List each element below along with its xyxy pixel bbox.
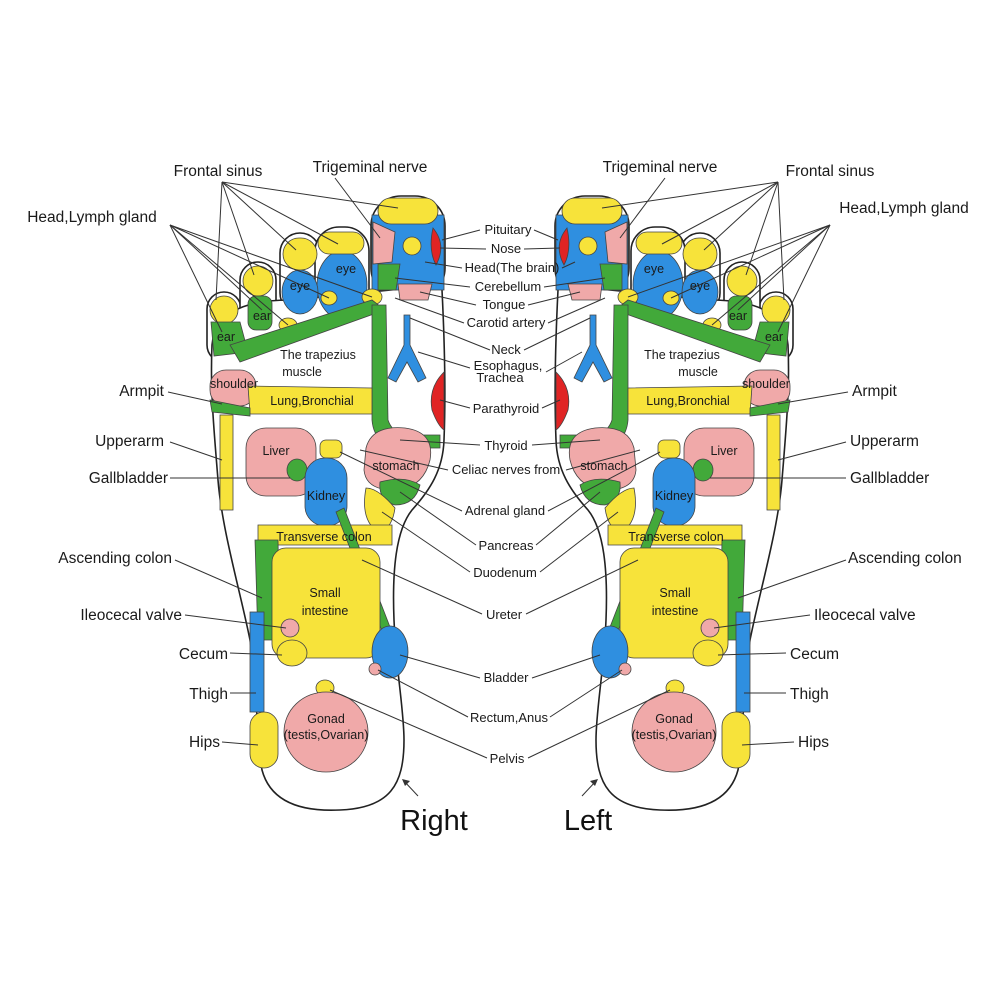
adrenal-label: Adrenal gland: [465, 503, 545, 518]
nose-label: Nose: [491, 241, 521, 256]
trapezius-label: The trapezius: [644, 348, 720, 362]
duodenum-label: Duodenum: [473, 565, 537, 580]
cecum-label: Cecum: [790, 646, 839, 663]
right-foot-title: Right: [400, 805, 468, 837]
parathyroid-label: Parathyroid: [473, 401, 539, 416]
kidney-label: Kidney: [655, 489, 694, 503]
eye-label: eye: [644, 262, 664, 276]
ear-label: ear: [765, 330, 783, 344]
left-foot-title: Left: [564, 805, 612, 837]
gonad-label-2: (testis,Ovarian): [632, 728, 717, 742]
cerebellum-label: Cerebellum: [475, 279, 541, 294]
eye-label: eye: [290, 279, 310, 293]
cecum-label: Cecum: [179, 646, 228, 663]
bladder-label: Bladder: [484, 670, 529, 685]
ear-label: ear: [217, 330, 235, 344]
ascending-colon-label: Ascending colon: [58, 550, 172, 567]
eye-label: eye: [690, 279, 710, 293]
rectum-label: Rectum,Anus: [470, 710, 549, 725]
ureter-label: Ureter: [486, 607, 523, 622]
head-lymph-label: Head,Lymph gland: [27, 209, 157, 226]
liver-label: Liver: [262, 444, 289, 458]
neck-label: Neck: [491, 342, 521, 357]
gallbladder-label: Gallbladder: [850, 470, 929, 487]
ileocecal-label: Ileocecal valve: [80, 607, 182, 624]
tongue-label: Tongue: [483, 297, 526, 312]
liver-label: Liver: [710, 444, 737, 458]
trigeminal-label: Trigeminal nerve: [313, 159, 428, 176]
thyroid-label: Thyroid: [484, 438, 527, 453]
thigh-label: Thigh: [189, 686, 228, 703]
frontal-sinus-label: Frontal sinus: [174, 163, 263, 180]
small-intestine-label-2: intestine: [302, 604, 349, 618]
thigh-label: Thigh: [790, 686, 829, 703]
head-lymph-label: Head,Lymph gland: [839, 200, 969, 217]
ileocecal-label: Ileocecal valve: [814, 607, 916, 624]
gallbladder-label: Gallbladder: [89, 470, 168, 487]
upperarm-label: Upperarm: [95, 433, 164, 450]
gonad-label: Gonad: [307, 712, 345, 726]
upperarm-label: Upperarm: [850, 433, 919, 450]
pelvis-label: Pelvis: [490, 751, 525, 766]
left-outer-labels: Frontal sinus Head,Lymph gland Trigemina…: [603, 159, 969, 751]
head-brain-label: Head(The brain): [465, 260, 560, 275]
lung-label: Lung,Bronchial: [270, 394, 353, 408]
armpit-label: Armpit: [119, 383, 164, 400]
small-intestine-label: Small: [659, 586, 690, 600]
gonad-label-2: (testis,Ovarian): [284, 728, 369, 742]
transverse-colon-label: Transverse colon: [628, 530, 723, 544]
shoulder-label: shoulder: [210, 377, 258, 391]
left-zone-labels: eye eye ear ear The trapezius muscle sho…: [580, 262, 790, 742]
small-intestine-label-2: intestine: [652, 604, 699, 618]
hips-label: Hips: [189, 734, 220, 751]
esophagus-label: Esophagus,: [474, 358, 543, 373]
lung-label: Lung,Bronchial: [646, 394, 729, 408]
pituitary-label: Pituitary: [485, 222, 532, 237]
transverse-colon-label: Transverse colon: [276, 530, 371, 544]
leader-lines: [167, 177, 849, 797]
armpit-label: Armpit: [852, 383, 897, 400]
small-intestine-label: Small: [309, 586, 340, 600]
right-zone-labels: eye eye ear ear The trapezius muscle sho…: [210, 262, 420, 742]
trapezius-label-2: muscle: [282, 365, 322, 379]
gonad-label: Gonad: [655, 712, 693, 726]
kidney-label: Kidney: [307, 489, 346, 503]
shoulder-label: shoulder: [742, 377, 790, 391]
trigeminal-label: Trigeminal nerve: [603, 159, 718, 176]
carotid-label: Carotid artery: [467, 315, 546, 330]
hips-label: Hips: [798, 734, 829, 751]
pancreas-label: Pancreas: [479, 538, 534, 553]
ear-label: ear: [253, 309, 271, 323]
celiac-label: Celiac nerves from: [452, 462, 560, 477]
right-outer-labels: Frontal sinus Head,Lymph gland Trigemina…: [27, 159, 427, 751]
ascending-colon-label: Ascending colon: [848, 550, 962, 567]
stomach-label: stomach: [580, 459, 627, 473]
center-labels: Pituitary Nose Head(The brain) Cerebellu…: [452, 222, 560, 766]
eye-label: eye: [336, 262, 356, 276]
trapezius-label: The trapezius: [280, 348, 356, 362]
frontal-sinus-label: Frontal sinus: [786, 163, 875, 180]
trapezius-label-2: muscle: [678, 365, 718, 379]
stomach-label: stomach: [372, 459, 419, 473]
trachea-label: Trachea: [476, 370, 524, 385]
ear-label: ear: [729, 309, 747, 323]
